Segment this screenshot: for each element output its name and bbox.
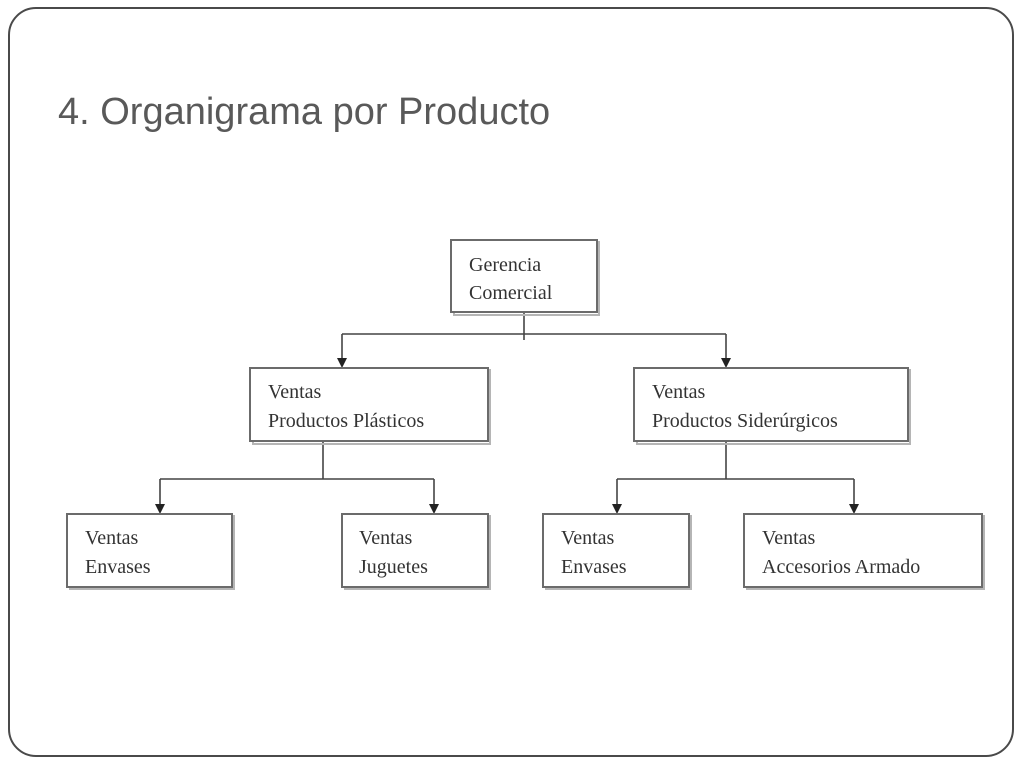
- node-line2: Productos Siderúrgicos: [652, 410, 838, 432]
- slide-title: 4. Organigrama por Producto: [58, 91, 551, 133]
- node-line1: Ventas: [762, 527, 816, 549]
- connectors-plasticos: [155, 442, 439, 514]
- arrowhead-to-siderurgicos: [721, 358, 731, 368]
- node-line1: Ventas: [359, 527, 413, 549]
- arrowhead-to-envases-2: [612, 504, 622, 514]
- node-ventas-envases-2: Ventas Envases: [542, 513, 692, 590]
- node-line2: Envases: [561, 556, 627, 578]
- node-box: [743, 513, 983, 588]
- node-box: [66, 513, 233, 588]
- node-ventas-accesorios-armado: Ventas Accesorios Armado: [743, 513, 985, 590]
- node-line2: Juguetes: [359, 556, 428, 578]
- node-ventas-envases-1: Ventas Envases: [66, 513, 235, 590]
- node-gerencia-comercial: Gerencia Comercial: [450, 239, 600, 316]
- node-box: [341, 513, 489, 588]
- arrowhead-to-juguetes: [429, 504, 439, 514]
- node-line2: Comercial: [469, 282, 553, 304]
- arrowhead-to-plasticos: [337, 358, 347, 368]
- node-ventas-productos-siderurgicos: Ventas Productos Siderúrgicos: [633, 367, 911, 445]
- node-ventas-productos-plasticos: Ventas Productos Plásticos: [249, 367, 491, 445]
- arrowhead-to-accesorios: [849, 504, 859, 514]
- node-line1: Ventas: [561, 527, 615, 549]
- node-box: [542, 513, 690, 588]
- node-line1: Ventas: [652, 381, 706, 403]
- node-box: [450, 239, 598, 313]
- node-box: [249, 367, 489, 442]
- connectors-root: [337, 313, 731, 368]
- node-ventas-juguetes: Ventas Juguetes: [341, 513, 491, 590]
- connectors-siderurgicos: [612, 442, 859, 514]
- arrowhead-to-envases-1: [155, 504, 165, 514]
- node-line2: Accesorios Armado: [762, 556, 920, 578]
- node-line1: Ventas: [85, 527, 139, 549]
- node-line1: Ventas: [268, 381, 322, 403]
- node-line2: Envases: [85, 556, 151, 578]
- node-box: [633, 367, 909, 442]
- node-line1: Gerencia: [469, 254, 541, 276]
- node-line2: Productos Plásticos: [268, 410, 424, 432]
